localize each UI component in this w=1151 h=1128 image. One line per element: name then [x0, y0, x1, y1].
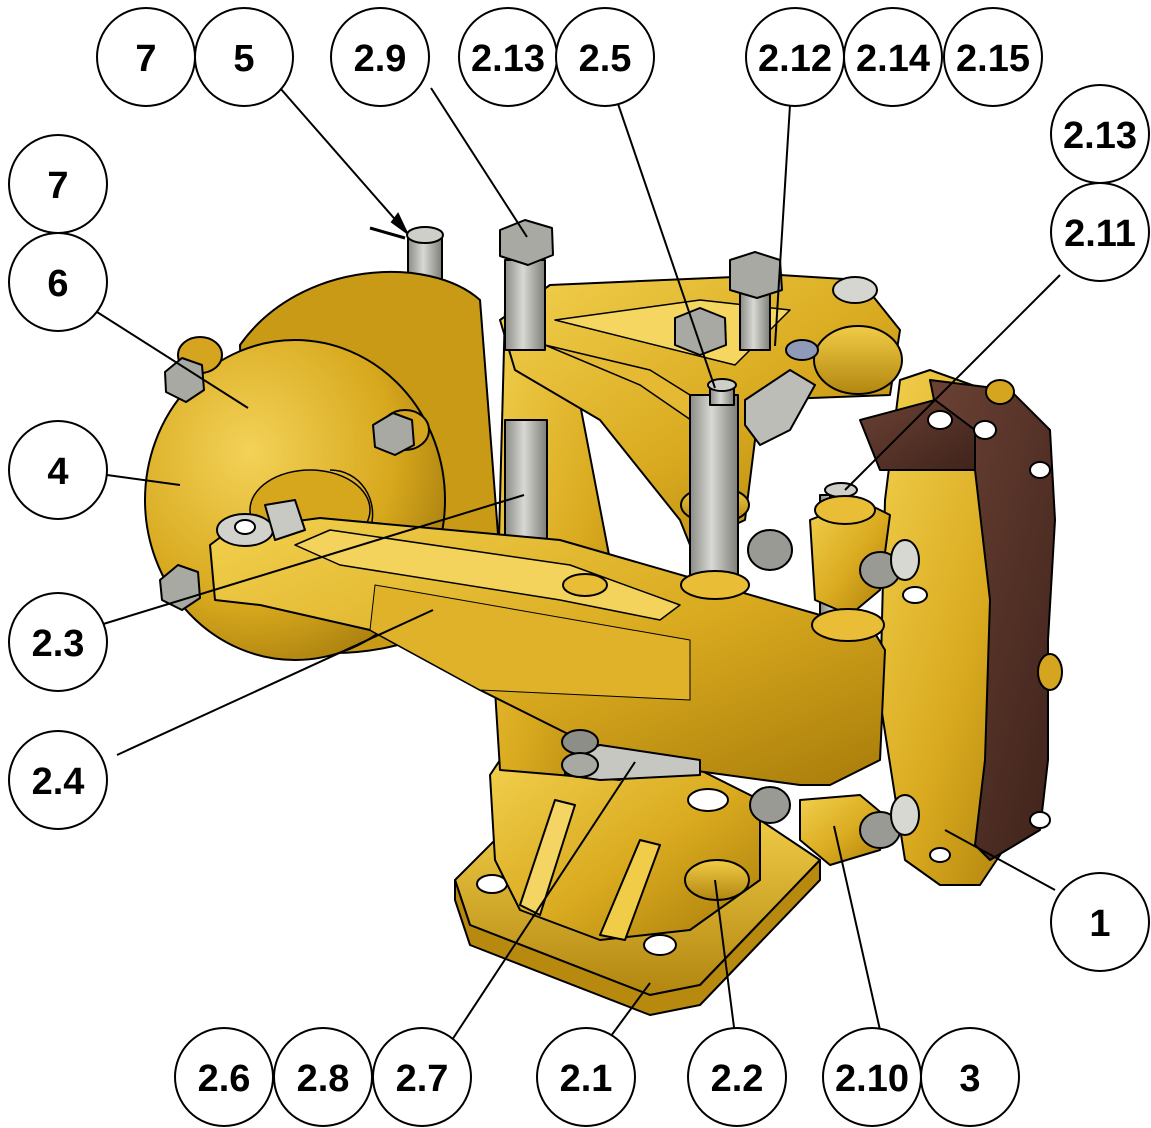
callout-6-label: 6	[47, 263, 68, 305]
callout-4: 4	[8, 420, 108, 520]
brake-shoe	[859, 369, 1063, 886]
pedestal	[489, 754, 761, 941]
callout-2-9-label: 2.9	[354, 38, 407, 80]
callout-2-2-label: 2.2	[711, 1058, 764, 1100]
callout-1-label: 1	[1089, 903, 1110, 945]
lower-link	[561, 729, 701, 781]
callout-2-1: 2.1	[536, 1027, 636, 1127]
callout-2-15: 2.15	[943, 7, 1043, 107]
callout-2-9: 2.9	[330, 7, 430, 107]
callout-2-6-label: 2.6	[198, 1058, 251, 1100]
callout-5-label: 5	[233, 38, 254, 80]
callout-2-3: 2.3	[8, 592, 108, 692]
callout-7-top: 7	[96, 7, 196, 107]
assembly-illustration	[144, 219, 1063, 1016]
callout-2-7: 2.7	[372, 1027, 472, 1127]
callout-2-4: 2.4	[8, 730, 108, 830]
callout-2-10: 2.10	[822, 1027, 922, 1127]
callout-2-7-label: 2.7	[396, 1058, 449, 1100]
callout-2-12: 2.12	[745, 7, 845, 107]
shoe-bracket	[747, 495, 920, 866]
callout-2-14-label: 2.14	[856, 38, 930, 80]
callout-7-left-label: 7	[47, 165, 68, 207]
callout-7-left: 7	[8, 134, 108, 234]
callout-2-5: 2.5	[555, 7, 655, 107]
callout-5: 5	[194, 7, 294, 107]
hex-bolts	[499, 219, 783, 356]
callout-2-8: 2.8	[273, 1027, 373, 1127]
callout-2-13-right-label: 2.13	[1063, 115, 1137, 157]
callout-7-top-label: 7	[135, 38, 156, 80]
adjusting-bracket	[744, 369, 816, 446]
callout-4-label: 4	[47, 451, 68, 493]
callout-2-13-top-label: 2.13	[471, 38, 545, 80]
callout-2-2: 2.2	[687, 1027, 787, 1127]
callout-2-5-label: 2.5	[579, 38, 632, 80]
callout-2-10-label: 2.10	[835, 1058, 909, 1100]
callout-3-label: 3	[959, 1058, 980, 1100]
callout-3: 3	[920, 1027, 1020, 1127]
callout-balloons: 7 5 2.9 2.13 2.5 2.12 2.14 2.15	[8, 7, 1150, 1127]
callout-2-4-label: 2.4	[32, 761, 85, 803]
callout-2-13-top: 2.13	[458, 7, 558, 107]
callout-2-3-label: 2.3	[32, 623, 85, 665]
leader-lines	[96, 87, 1061, 1041]
callout-2-11-label: 2.11	[1064, 213, 1136, 255]
callout-2-15-label: 2.15	[956, 38, 1030, 80]
callout-2-8-label: 2.8	[297, 1058, 350, 1100]
callout-2-14: 2.14	[843, 7, 943, 107]
lower-lever	[209, 499, 886, 786]
callout-2-6: 2.6	[174, 1027, 274, 1127]
callout-2-1-label: 2.1	[560, 1058, 613, 1100]
callout-2-13-right: 2.13	[1050, 84, 1150, 184]
callout-1: 1	[1050, 872, 1150, 972]
callout-2-11: 2.11	[1050, 182, 1150, 282]
callout-6: 6	[8, 232, 108, 332]
callout-2-12-label: 2.12	[758, 38, 832, 80]
